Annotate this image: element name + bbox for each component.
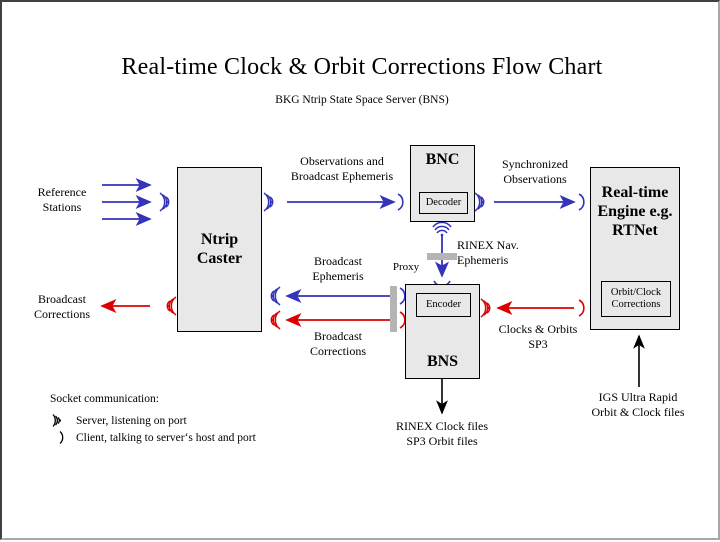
label-observations-broadcast-ephemeris: Observations and Broadcast Ephemeris bbox=[290, 154, 394, 183]
label-broadcast-ephemeris: Broadcast Ephemeris bbox=[312, 254, 364, 283]
server-icon-caster-corrections bbox=[270, 310, 281, 330]
page-title: Real-time Clock & Orbit Corrections Flow… bbox=[121, 54, 603, 80]
label-rinex-nav-ephemeris: RINEX Nav. Ephemeris bbox=[457, 238, 519, 267]
legend-client-text: Client, talking to server‘s host and por… bbox=[76, 431, 256, 444]
node-ntrip-caster[interactable]: Ntrip Caster bbox=[177, 167, 262, 332]
server-icon-bnc-out bbox=[474, 192, 485, 212]
label-broadcast-corrections-mid: Broadcast Corrections bbox=[310, 329, 366, 358]
node-bnc[interactable]: BNC Decoder bbox=[410, 145, 475, 222]
node-bns[interactable]: Encoder BNS bbox=[405, 284, 480, 379]
legend-client-row: Client, talking to server‘s host and por… bbox=[50, 429, 256, 446]
node-realtime-engine[interactable]: Real-time Engine e.g. RTNet Orbit/Clock … bbox=[590, 167, 680, 330]
server-icon bbox=[50, 413, 76, 428]
client-glyph-icon bbox=[50, 430, 76, 445]
server-icon-bnc-nav-out bbox=[432, 221, 452, 237]
server-icon-caster-in bbox=[159, 192, 170, 212]
label-proxy: Proxy bbox=[392, 261, 420, 273]
node-bns-encoder[interactable]: Encoder bbox=[416, 293, 471, 317]
client-glyph-engine-out bbox=[578, 299, 585, 317]
label-synchronized-observations: Synchronized Observations bbox=[502, 157, 568, 186]
node-bnc-decoder[interactable]: Decoder bbox=[419, 192, 468, 214]
legend-server-row: Server, listening on port bbox=[50, 412, 256, 429]
node-bns-title: BNS bbox=[426, 353, 459, 371]
client-glyph-bnc-in bbox=[397, 193, 404, 211]
node-orbit-clock-corrections[interactable]: Orbit/Clock Corrections bbox=[601, 281, 671, 317]
legend: Socket communication: Server, listening … bbox=[50, 390, 256, 446]
client-glyph-engine-in bbox=[578, 193, 585, 211]
label-rinex-clock-sp3-files: RINEX Clock files SP3 Orbit files bbox=[396, 419, 488, 448]
server-icon-caster-observations bbox=[263, 192, 274, 212]
label-reference-stations: Reference Stations bbox=[37, 185, 87, 214]
label-broadcast-corrections-left: Broadcast Corrections bbox=[34, 292, 90, 321]
label-igs-ultra-rapid: IGS Ultra Rapid Orbit & Clock files bbox=[591, 390, 685, 419]
node-ntrip-caster-title: Ntrip Caster bbox=[196, 230, 243, 267]
proxy-bar-horizontal bbox=[427, 253, 457, 260]
legend-server-text: Server, listening on port bbox=[76, 414, 187, 427]
page-subtitle: BKG Ntrip State Space Server (BNS) bbox=[275, 94, 449, 106]
legend-heading-row: Socket communication: bbox=[50, 390, 256, 407]
legend-heading: Socket communication: bbox=[50, 392, 159, 405]
proxy-bar-vertical bbox=[390, 286, 397, 332]
edge-reference-stations bbox=[102, 177, 152, 227]
server-icon-caster-out bbox=[166, 296, 177, 316]
label-clocks-orbits-sp3: Clocks & Orbits SP3 bbox=[498, 322, 578, 351]
server-icon-caster-ephemeris bbox=[270, 286, 281, 306]
node-bnc-title: BNC bbox=[425, 151, 460, 168]
node-realtime-engine-title: Real-time Engine e.g. RTNet bbox=[597, 184, 673, 239]
server-icon-bns-in bbox=[480, 298, 491, 318]
